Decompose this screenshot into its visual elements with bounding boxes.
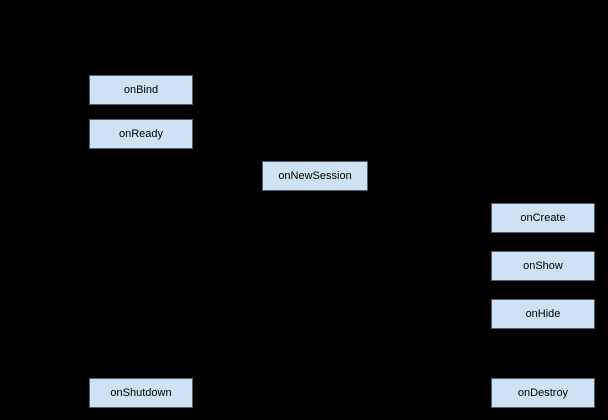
node-onNewSession: onNewSession: [262, 161, 368, 191]
node-onBind: onBind: [89, 75, 193, 105]
node-onShutdown: onShutdown: [89, 378, 193, 408]
node-label: onHide: [525, 307, 561, 320]
node-onHide: onHide: [491, 299, 595, 329]
node-label: onBind: [123, 83, 159, 96]
node-onCreate: onCreate: [491, 203, 595, 233]
node-label: onReady: [118, 127, 164, 140]
node-label: onCreate: [520, 211, 566, 224]
node-label: onShow: [523, 259, 563, 272]
node-onReady: onReady: [89, 119, 193, 149]
node-label: onNewSession: [278, 169, 352, 182]
node-onShow: onShow: [491, 251, 595, 281]
node-onDestroy: onDestroy: [491, 378, 595, 408]
node-label: onShutdown: [110, 386, 172, 399]
node-label: onDestroy: [517, 386, 569, 399]
